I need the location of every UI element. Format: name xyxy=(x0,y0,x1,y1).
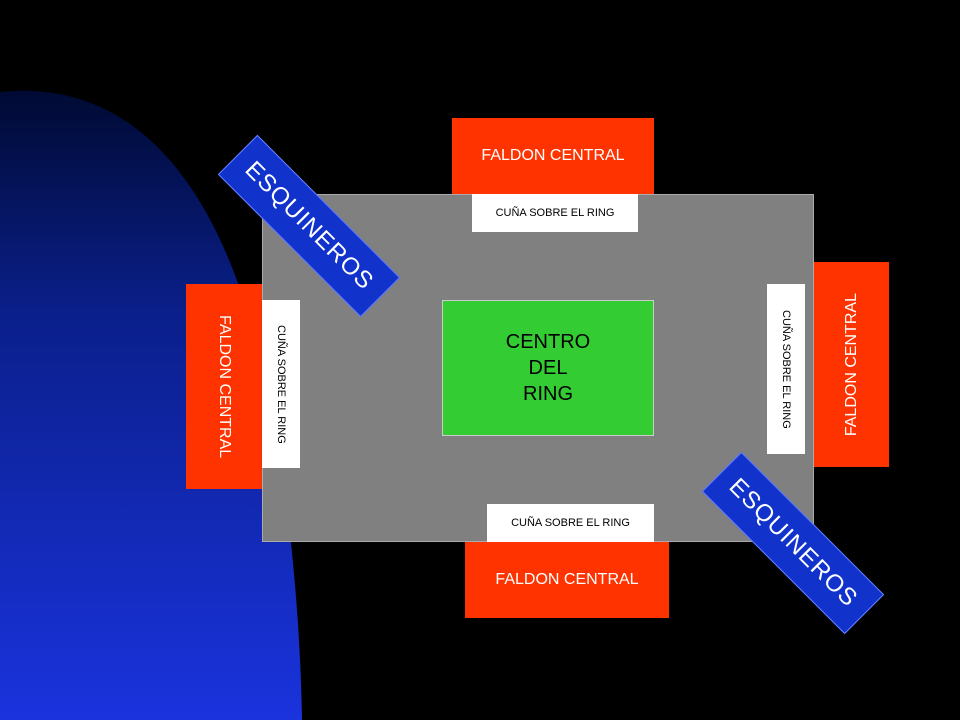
center-line-1: CENTRO xyxy=(505,331,591,353)
cuna-bottom: CUÑA SOBRE EL RING xyxy=(487,504,654,542)
cuna-top-label: CUÑA SOBRE EL RING xyxy=(495,207,615,219)
cuna-right: CUÑA SOBRE EL RING xyxy=(767,284,805,454)
faldon-left: FALDON CENTRAL xyxy=(186,284,262,489)
faldon-right-label: FALDON CENTRAL xyxy=(842,292,860,437)
cuna-top: CUÑA SOBRE EL RING xyxy=(472,194,638,232)
cuna-bottom-label: CUÑA SOBRE EL RING xyxy=(511,517,630,529)
cuna-left-label: CUÑA SOBRE EL RING xyxy=(275,324,287,444)
ring-center: CENTRO DEL RING xyxy=(442,300,654,436)
faldon-right: FALDON CENTRAL xyxy=(814,262,889,467)
center-line-2: DEL xyxy=(528,357,568,379)
faldon-bottom: FALDON CENTRAL xyxy=(465,542,669,618)
faldon-bottom-label: FALDON CENTRAL xyxy=(495,571,639,588)
center-line-3: RING xyxy=(523,383,573,405)
faldon-top-label: FALDON CENTRAL xyxy=(481,147,625,164)
faldon-top: FALDON CENTRAL xyxy=(452,118,654,194)
faldon-left-label: FALDON CENTRAL xyxy=(216,314,233,459)
cuna-right-label: CUÑA SOBRE EL RING xyxy=(780,309,792,429)
cuna-left: CUÑA SOBRE EL RING xyxy=(262,300,300,468)
